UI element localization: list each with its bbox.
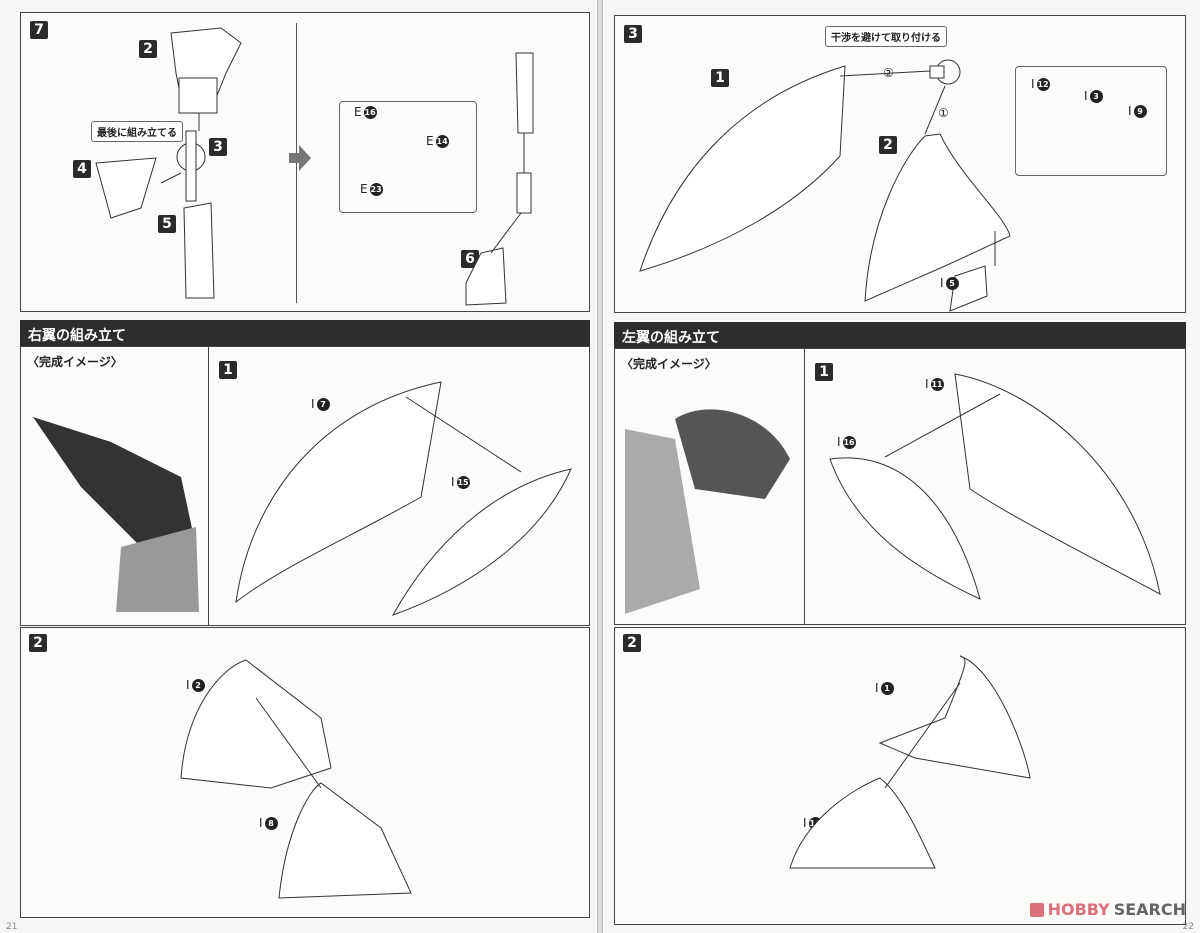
step-number: 1 (219, 361, 237, 379)
right-page: 3 干渉を避けて取り付ける 1 2 ② ① I12 I3 I9 I5 左翼の組み… (603, 0, 1200, 933)
step-number: 2 (623, 634, 641, 652)
wing-base-illustration (789, 655, 1031, 869)
step-3-panel: 3 干渉を避けて取り付ける 1 2 ② ① I12 I3 I9 I5 (614, 15, 1186, 313)
page-number: 21 (6, 922, 18, 932)
page-number: 22 (1182, 922, 1194, 932)
wing-illustration (235, 381, 572, 616)
part-label: 2 (879, 136, 897, 154)
complete-image-label: 〈完成イメージ〉 (621, 357, 717, 371)
complete-image-label: 〈完成イメージ〉 (27, 355, 123, 369)
step-number: 2 (29, 634, 47, 652)
hobby-search-watermark: HOBBY SEARCH (1029, 900, 1186, 919)
section-title: 右翼の組み立て (20, 320, 590, 346)
callout: 最後に組み立てる (91, 121, 183, 142)
callout: 干渉を避けて取り付ける (825, 26, 947, 47)
section-title: 左翼の組み立て (614, 322, 1186, 348)
gutter (597, 0, 603, 933)
step-number: 7 (30, 21, 48, 39)
wing-base-illustration (180, 659, 412, 899)
step-number: 3 (624, 25, 642, 43)
part-label: 5 (158, 215, 176, 233)
part-label: 6 (461, 250, 479, 268)
part-label: 4 (73, 160, 91, 178)
step-3-illustration (639, 59, 1011, 312)
part-label: 2 (139, 40, 157, 58)
order-mark: ① (938, 106, 949, 120)
step-number: 1 (815, 363, 833, 381)
part-label: 1 (711, 69, 729, 87)
step-7-illustration (95, 27, 534, 306)
part-label: 3 (209, 138, 227, 156)
flame-logo-icon (1029, 902, 1044, 917)
completed-photo (33, 417, 199, 612)
completed-photo (625, 409, 790, 614)
wing-illustration (829, 373, 1161, 600)
